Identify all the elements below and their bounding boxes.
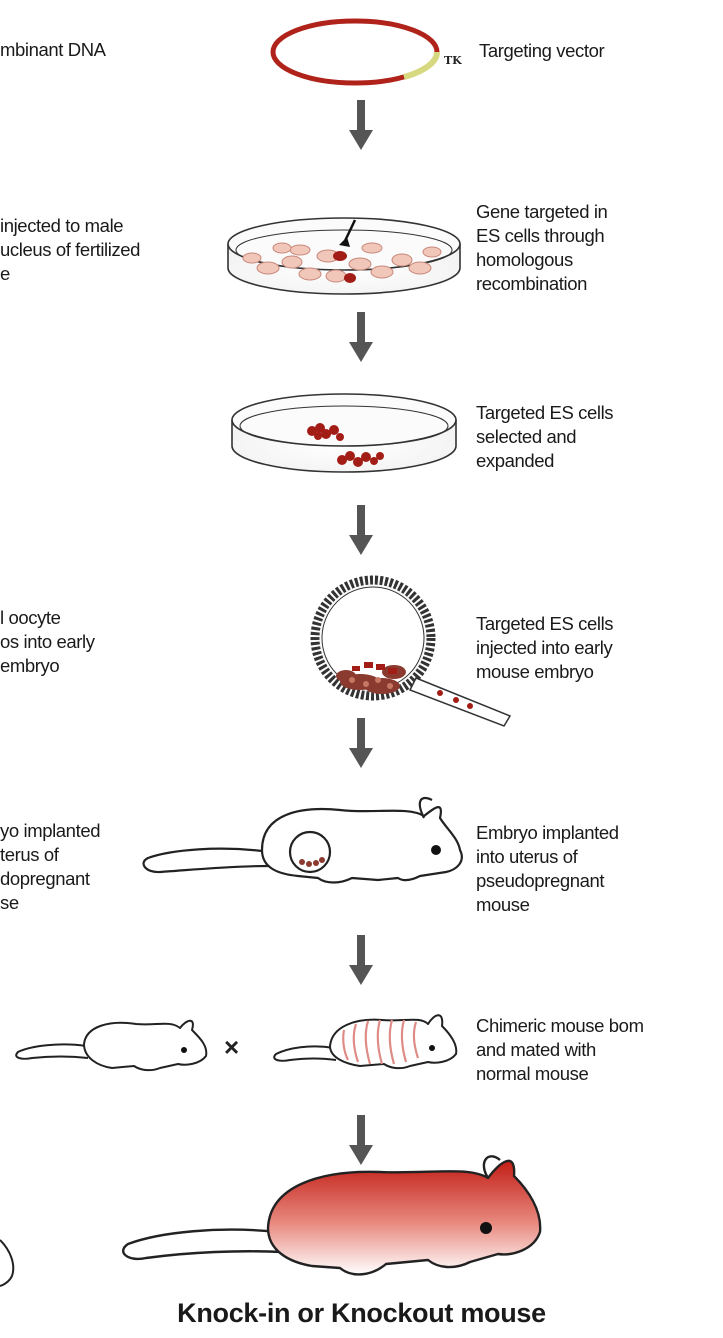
arrow-icon — [349, 100, 373, 150]
arrow-icon — [349, 312, 373, 362]
knockout-mouse — [123, 1156, 540, 1274]
step-chimeric-mouse-label: Chimeric mouse bom and mated with normal… — [476, 1014, 644, 1086]
left-partial-mouse — [0, 1240, 13, 1286]
cross-symbol: × — [224, 1032, 239, 1063]
normal-mouse — [16, 1021, 206, 1070]
tk-label: TK — [444, 54, 462, 67]
step-gene-targeted-label: Gene targeted in ES cells through homolo… — [476, 200, 607, 296]
arrow-icon — [349, 505, 373, 555]
step-cells-selected-label: Targeted ES cells selected and expanded — [476, 401, 613, 473]
arrow-icon — [349, 718, 373, 768]
left-step-recombinant-label: mbinant DNA — [0, 38, 106, 62]
left-step-oocyte-label: l oocyte os into early embryo — [0, 606, 95, 678]
step-cells-injected-label: Targeted ES cells injected into early mo… — [476, 612, 613, 684]
petri-dish-selected-cells — [232, 394, 456, 472]
targeting-vector-ring — [273, 21, 437, 83]
chimeric-mouse — [274, 1015, 456, 1068]
left-step-implanted-label: yo implanted terus of dopregnant se — [0, 819, 100, 915]
page-title: Knock-in or Knockout mouse — [0, 1298, 723, 1329]
petri-dish-es-cells — [228, 218, 460, 294]
arrow-icon — [349, 935, 373, 985]
arrow-icon — [349, 1115, 373, 1165]
step-embryo-implanted-label: Embryo implanted into uterus of pseudopr… — [476, 821, 619, 917]
left-step-injected-label: injected to male ucleus of fertilized e — [0, 214, 140, 286]
step-targeting-vector-label: Targeting vector — [479, 39, 604, 63]
pseudopregnant-mouse — [144, 798, 462, 882]
